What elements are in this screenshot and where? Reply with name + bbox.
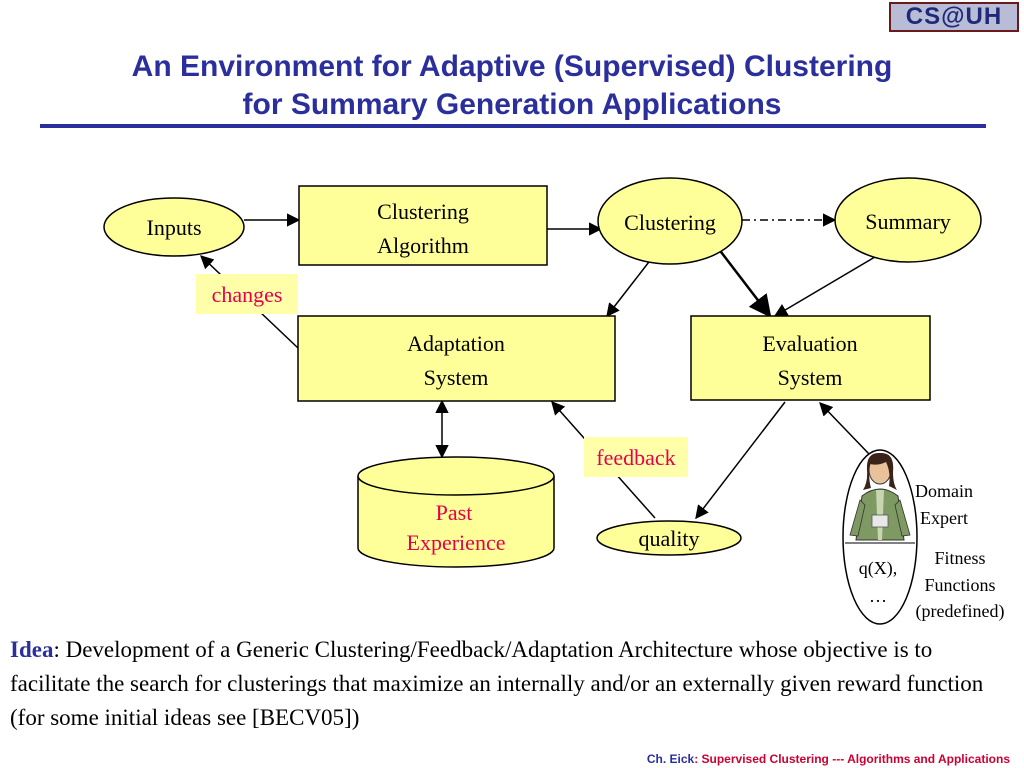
past-experience-database: Past Experience xyxy=(357,456,555,568)
footer-author: Ch. Eick xyxy=(646,752,695,766)
arrow-expert-to-evaluation xyxy=(819,402,871,456)
slide-title: An Environment for Adaptive (Supervised)… xyxy=(0,48,1024,124)
quality-node: quality xyxy=(596,520,742,556)
fitness-functions-label-1: Fitness xyxy=(934,548,985,568)
cs-uh-logo: CS@UH xyxy=(889,2,1019,32)
arrow-summary-to-evaluation xyxy=(773,253,881,317)
title-underline xyxy=(40,124,986,128)
clustering-algorithm-label-1: Clustering xyxy=(377,199,469,224)
arrow-clustering-to-adaptation xyxy=(606,257,653,318)
idea-text: : Development of a Generic Clustering/Fe… xyxy=(10,637,984,730)
qx-label-1: q(X), xyxy=(859,558,898,579)
changes-label-box: changes xyxy=(196,274,298,314)
domain-expert-person-icon xyxy=(849,452,911,541)
summary-label: Summary xyxy=(865,209,951,234)
clustering-label: Clustering xyxy=(624,210,716,235)
feedback-label-box: feedback xyxy=(584,437,688,477)
qx-label-2: … xyxy=(869,586,887,606)
arrow-clustering-to-evaluation xyxy=(717,247,772,318)
footer-course: : Supervised Clustering --- Algorithms a… xyxy=(694,752,1010,766)
clustering-algorithm-box: Clustering Algorithm xyxy=(298,185,548,266)
connectors xyxy=(200,213,881,520)
clustering-algorithm-label-2: Algorithm xyxy=(377,233,469,258)
summary-node: Summary xyxy=(834,177,982,263)
architecture-diagram: Inputs Clustering Algorithm Clustering S… xyxy=(103,177,1005,625)
domain-expert-label-1: Domain xyxy=(915,481,973,501)
inputs-node: Inputs xyxy=(103,197,245,257)
title-line-2: for Summary Generation Applications xyxy=(242,88,782,121)
adaptation-system-label-2: System xyxy=(424,365,489,390)
fitness-functions-label-2: Functions xyxy=(924,575,995,595)
feedback-label: feedback xyxy=(596,445,675,470)
past-experience-label-2: Experience xyxy=(407,530,506,555)
changes-label: changes xyxy=(212,282,283,307)
evaluation-system-label-2: System xyxy=(778,365,843,390)
arrow-evaluation-to-quality xyxy=(695,401,786,520)
footer: Ch. Eick: Supervised Clustering --- Algo… xyxy=(647,752,1010,766)
title-line-1: An Environment for Adaptive (Supervised)… xyxy=(131,50,893,83)
domain-expert-label-2: Expert xyxy=(920,508,968,528)
idea-paragraph: Idea: Development of a Generic Clusterin… xyxy=(10,633,1010,735)
evaluation-system-label-1: Evaluation xyxy=(762,331,857,356)
adaptation-system-box: Adaptation System xyxy=(297,315,616,402)
quality-label: quality xyxy=(638,526,699,551)
clustering-node: Clustering xyxy=(597,177,743,265)
fitness-functions-label-3: (predefined) xyxy=(916,601,1005,622)
adaptation-system-label-1: Adaptation xyxy=(407,331,505,356)
inputs-label: Inputs xyxy=(147,215,202,240)
idea-keyword: Idea xyxy=(10,637,54,662)
evaluation-system-box: Evaluation System xyxy=(690,315,931,401)
past-experience-label-1: Past xyxy=(436,500,473,525)
